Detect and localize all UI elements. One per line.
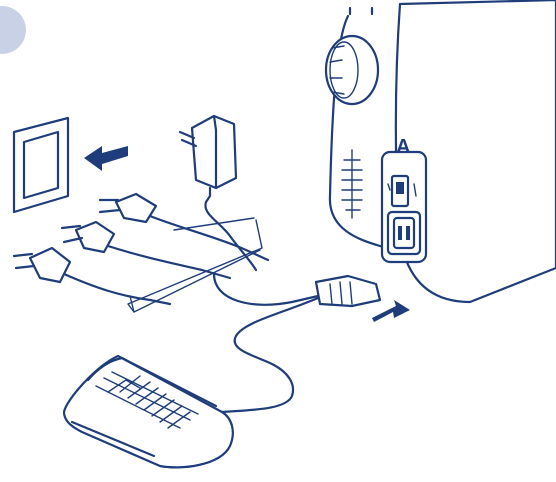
machine-body-icon xyxy=(324,0,556,304)
region-bracket xyxy=(127,217,263,313)
push-arrow-icon xyxy=(84,146,128,171)
insert-arrow-icon xyxy=(372,300,410,322)
callout-label: A xyxy=(396,136,411,158)
foot-controller-icon xyxy=(62,354,234,469)
ac-adapter-icon xyxy=(178,114,258,272)
wall-outlet-icon xyxy=(12,116,70,214)
step-badge xyxy=(0,6,26,54)
power-plug-icon xyxy=(12,192,270,306)
foot-controller-cord xyxy=(220,296,320,414)
power-cord-icon xyxy=(212,272,382,308)
